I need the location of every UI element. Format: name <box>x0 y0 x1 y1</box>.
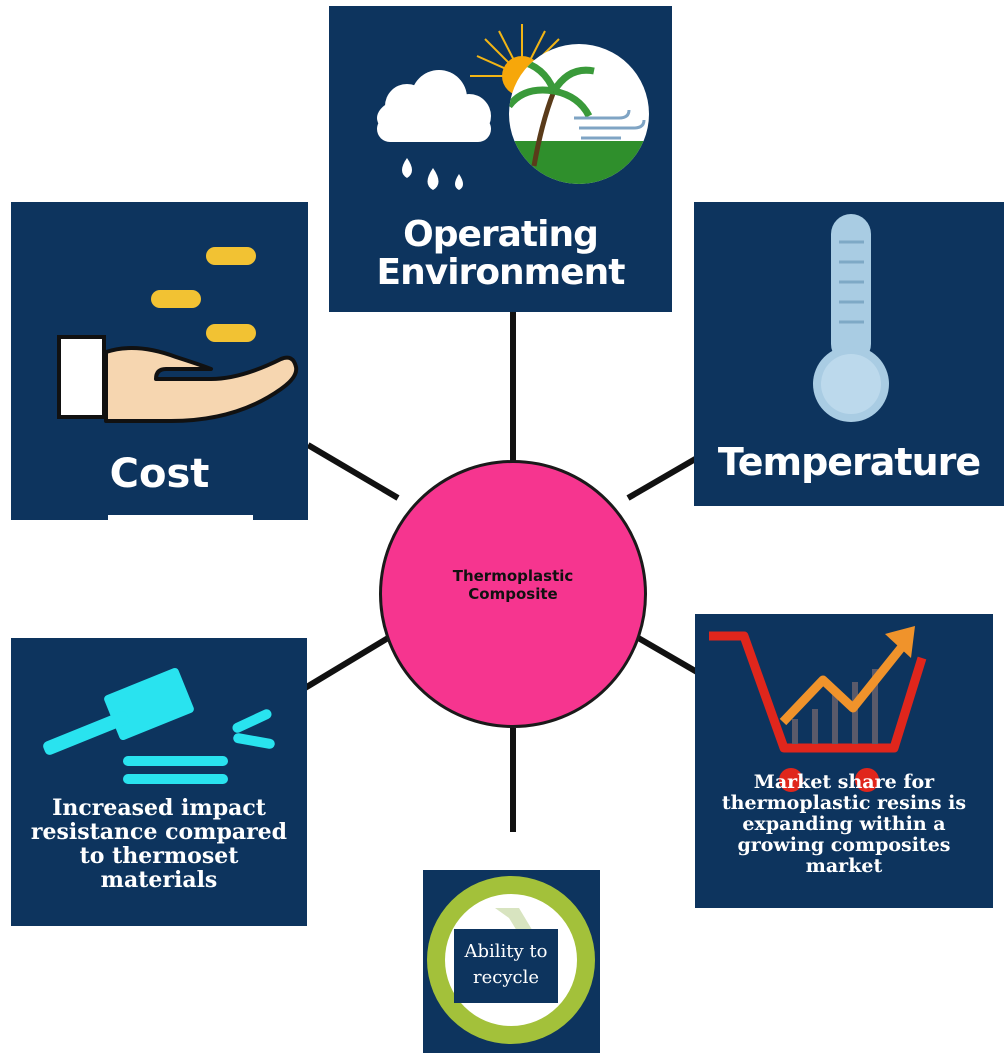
recycle-line1: Ability to <box>464 941 548 962</box>
recycle-label-box <box>454 929 558 1003</box>
market-line5: market <box>805 855 883 877</box>
connector-upper-left <box>306 442 400 501</box>
thermoplastic-composite-node: Thermoplastic Composite <box>379 460 647 728</box>
operating-environment-line2: Environment <box>376 252 626 293</box>
market-line3: expanding within a <box>742 813 946 835</box>
recycle-line2: recycle <box>473 967 539 988</box>
impact-line3: to thermoset <box>79 843 239 869</box>
cost-label: Cost <box>109 451 210 497</box>
connector-lower-left <box>303 629 400 691</box>
market-line4: growing composites <box>737 834 951 856</box>
connector-upper-right <box>626 455 699 501</box>
coins-icon <box>151 247 256 342</box>
weather-icon <box>377 24 574 190</box>
connector-lower-right <box>626 629 699 675</box>
hand-icon <box>57 335 299 423</box>
impact-resistance-node: Increased impact resistance compared to … <box>11 638 307 926</box>
center-label: Thermoplastic Composite <box>382 567 644 603</box>
operating-environment-line1: Operating <box>403 214 599 255</box>
market-line2: thermoplastic resins is <box>721 792 967 814</box>
center-line1: Thermoplastic <box>452 567 574 585</box>
trend-arrow-icon <box>779 626 915 726</box>
temperature-label: Temperature <box>717 440 981 484</box>
operating-environment-node: Operating Environment <box>329 6 672 312</box>
recycle-node: Ability to recycle <box>423 870 600 1053</box>
palm-tree-icon <box>509 44 649 184</box>
recycle-label: Ability to recycle <box>454 939 558 991</box>
impact-line2: resistance compared <box>30 819 288 845</box>
gavel-icon <box>43 667 275 784</box>
impact-line1: Increased impact <box>52 795 266 821</box>
temperature-node: Temperature <box>694 202 1004 506</box>
center-line2: Composite <box>468 585 558 603</box>
cost-underline <box>108 515 253 520</box>
market-share-node: Market share for thermoplastic resins is… <box>695 614 993 908</box>
market-share-label: Market share for thermoplastic resins is… <box>695 772 993 877</box>
shopping-cart-icon <box>709 631 927 792</box>
cost-node: Cost <box>11 202 308 520</box>
thermometer-icon <box>813 214 889 422</box>
impact-line4: materials <box>100 867 218 893</box>
operating-environment-label: Operating Environment <box>329 216 672 292</box>
impact-resistance-label: Increased impact resistance compared to … <box>11 796 307 892</box>
market-line1: Market share for <box>753 771 935 793</box>
